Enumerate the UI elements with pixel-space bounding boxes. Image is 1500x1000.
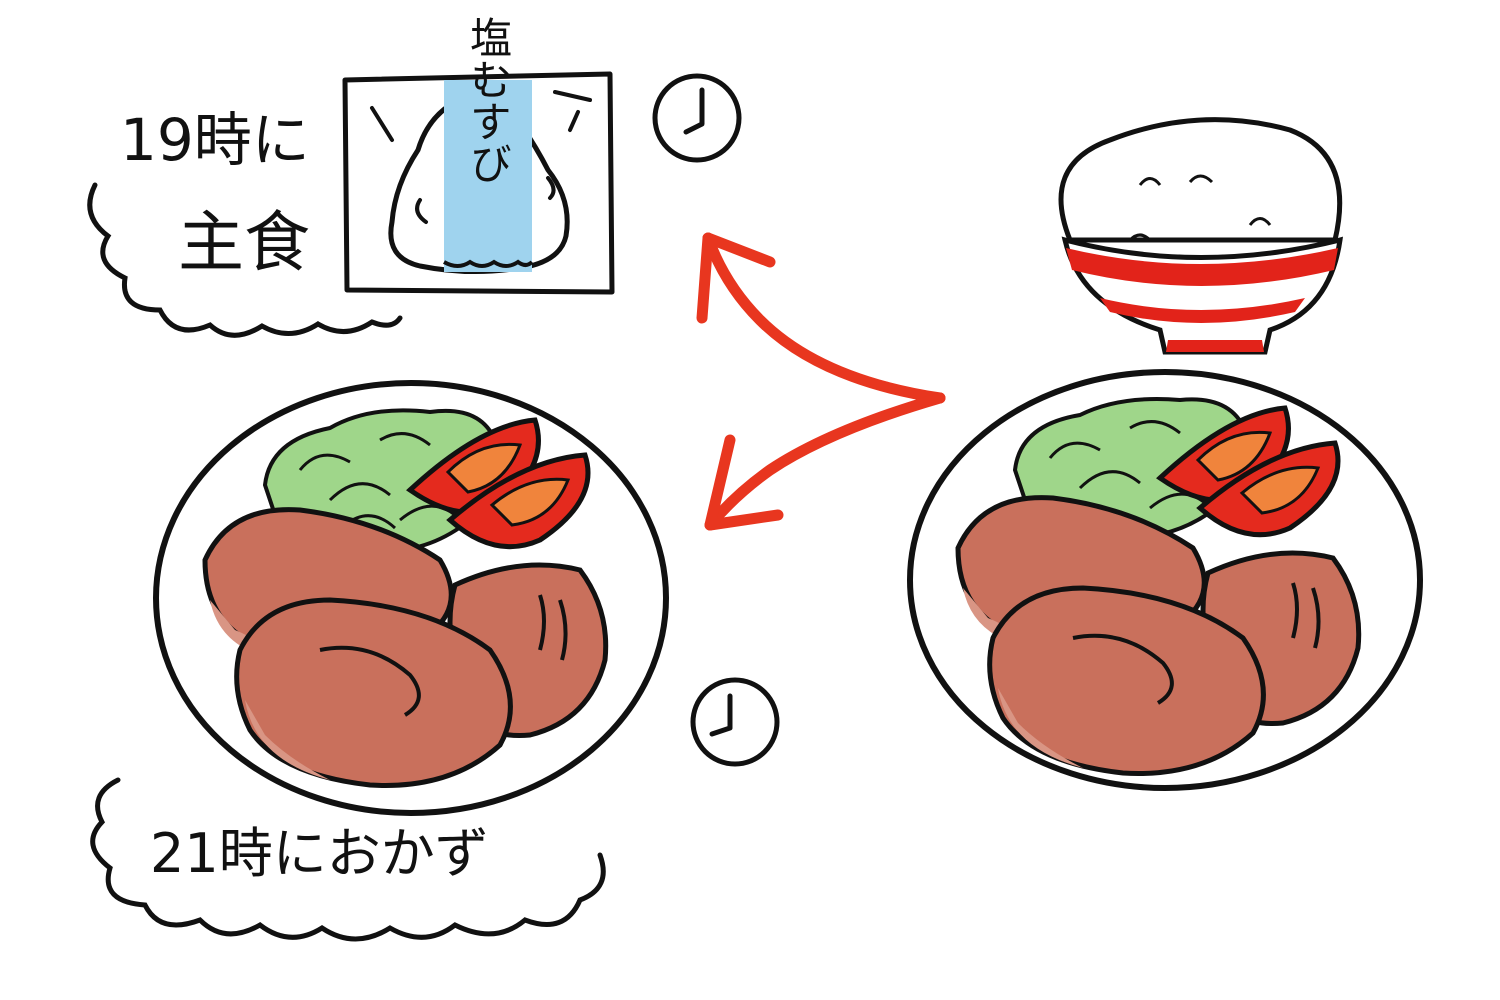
grilled-pork bbox=[202, 507, 609, 788]
grilled-pork bbox=[955, 495, 1362, 776]
rice-bowl bbox=[1058, 117, 1344, 355]
onigiri-label-text: 塩むすび bbox=[464, 16, 513, 184]
staple-cloud-bubble: 19時に 主食 bbox=[87, 106, 403, 338]
clock-icon bbox=[690, 677, 780, 767]
staple-word-label: 主食 bbox=[178, 204, 310, 281]
onigiri-package: 塩むすび bbox=[342, 16, 615, 295]
arrow-icon bbox=[696, 232, 946, 531]
side-dish-time-label: 21時におかず bbox=[150, 822, 489, 885]
tomato-slices bbox=[1156, 405, 1341, 538]
full-meal-plate bbox=[907, 369, 1423, 791]
staple-time-label: 19時に bbox=[120, 106, 310, 174]
clock-icon bbox=[652, 73, 742, 163]
side-dish-cloud-bubble: 21時におかず bbox=[90, 777, 606, 942]
onigiri-label-band bbox=[444, 80, 532, 272]
side-dish-plate bbox=[153, 380, 669, 816]
tomato-slices bbox=[406, 417, 591, 550]
